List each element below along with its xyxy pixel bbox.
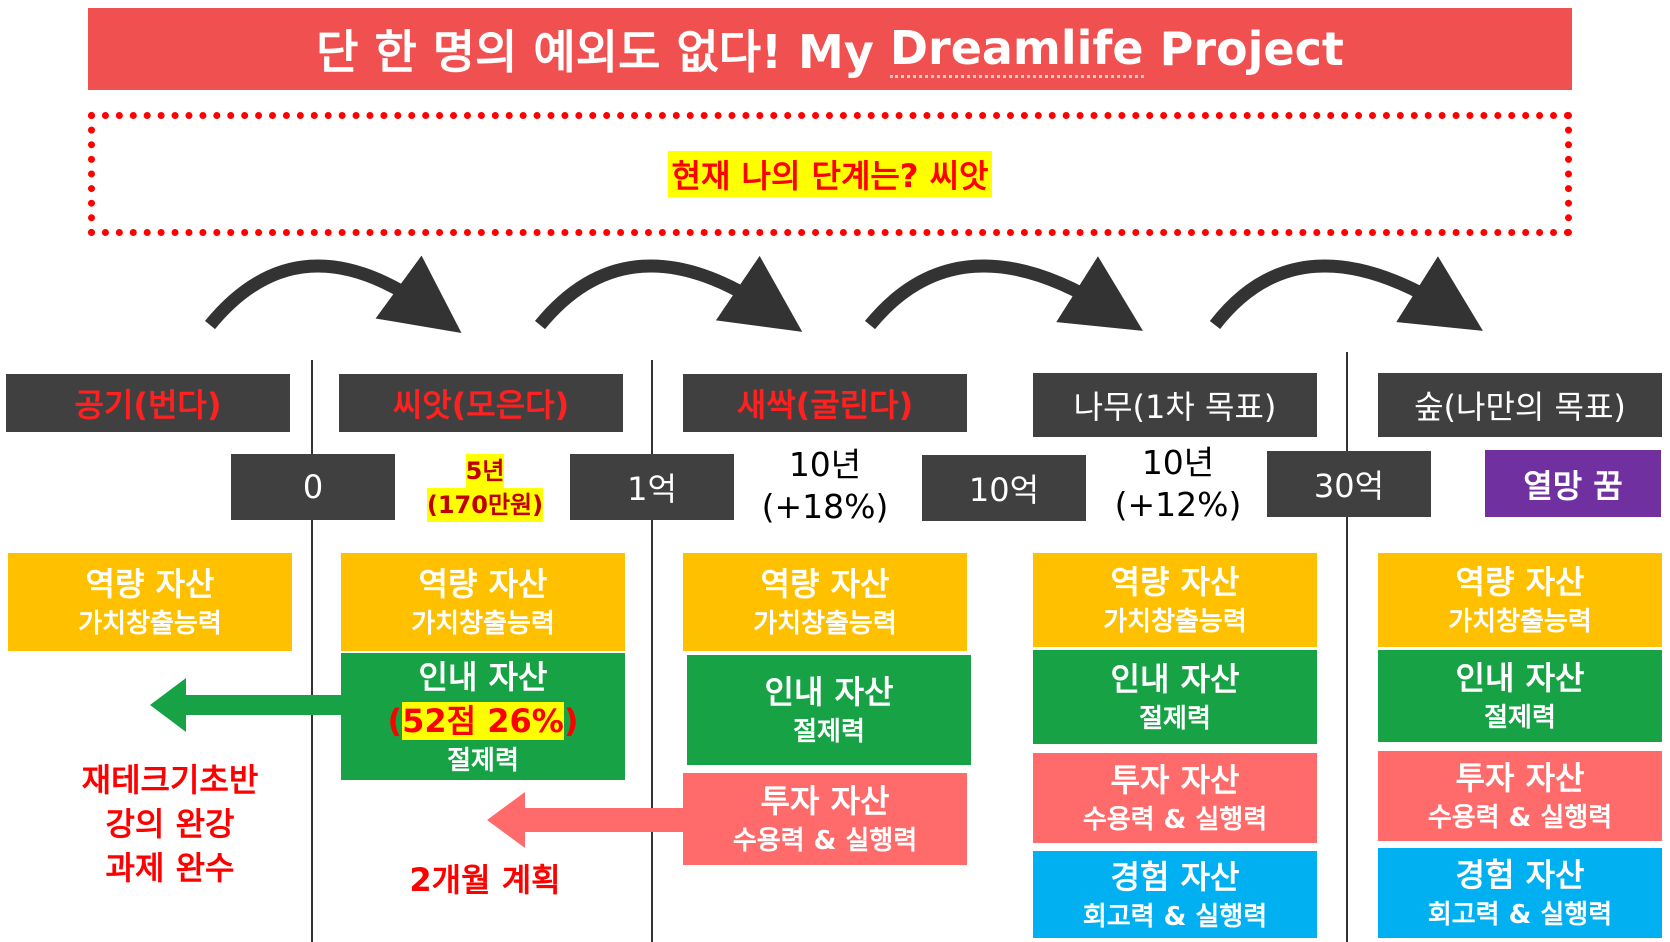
asset-title: 역량 자산	[85, 565, 215, 603]
amount-1: 1억	[570, 454, 734, 520]
arrow-icon-3	[864, 256, 1143, 331]
stage-arrows	[204, 255, 1483, 333]
arrow-icon-1	[204, 255, 462, 333]
period-seed-amount: (170만원)	[426, 488, 544, 522]
note-line: 재테크기초반	[81, 761, 259, 799]
score-close: )	[563, 701, 579, 740]
asset-title: 투자 자산	[1110, 761, 1240, 799]
asset-sub: 수용력 & 실행력	[732, 826, 918, 856]
asset-sub: 가치창출능력	[753, 609, 897, 639]
asset-title: 역량 자산	[1455, 563, 1585, 601]
asset-sub: 절제력	[1139, 704, 1211, 734]
asset-title: 역량 자산	[760, 565, 890, 603]
patience-asset-forest: 인내 자산 절제력	[1378, 650, 1662, 742]
capability-asset-sprout: 역량 자산 가치창출능력	[683, 553, 967, 651]
period-tree-rate: (+12%)	[1114, 485, 1242, 524]
asset-sub: 회고력 & 실행력	[1427, 900, 1613, 930]
stage-forest: 숲(나만의 목표)	[1378, 373, 1662, 437]
note-plan: 2개월 계획	[409, 861, 561, 899]
period-sprout-rate: (+18%)	[761, 487, 889, 526]
asset-title: 투자 자산	[760, 782, 890, 820]
divider-line	[651, 360, 653, 942]
asset-sub: 절제력	[447, 745, 519, 776]
experience-asset-tree: 경험 자산 회고력 & 실행력	[1033, 851, 1317, 938]
arrow-icon-2	[534, 255, 803, 332]
period-sprout-years: 10년	[788, 445, 862, 484]
dream-box: 열망 꿈	[1485, 450, 1661, 517]
stage-tree: 나무(1차 목표)	[1033, 373, 1317, 437]
patience-asset-seed: 인내 자산 (52점 26%) 절제력	[341, 653, 625, 780]
asset-sub: 가치창출능력	[1448, 607, 1592, 637]
patience-asset-sprout: 인내 자산 절제력	[687, 655, 971, 765]
divider-line	[1346, 352, 1348, 942]
asset-sub: 절제력	[793, 717, 865, 747]
asset-title: 경험 자산	[1455, 856, 1585, 894]
note-line: 과제 완수	[105, 849, 235, 887]
title-suffix: Project	[1143, 22, 1344, 76]
investment-asset-tree: 투자 자산 수용력 & 실행력	[1033, 753, 1317, 843]
patience-asset-tree: 인내 자산 절제력	[1033, 650, 1317, 744]
period-sprout: 10년 (+18%)	[745, 442, 905, 530]
score-open: (	[387, 701, 403, 740]
page-title: 단 한 명의 예외도 없다! My Dreamlife Project	[88, 8, 1572, 90]
experience-asset-forest: 경험 자산 회고력 & 실행력	[1378, 848, 1662, 938]
divider-line	[311, 360, 313, 942]
asset-title: 인내 자산	[418, 657, 548, 696]
score-value: 52점 26%	[402, 701, 564, 740]
asset-title: 인내 자산	[1110, 660, 1240, 698]
arrow-icon-4	[1209, 256, 1483, 331]
stage-air: 공기(번다)	[6, 374, 290, 432]
arrow-left-salmon-icon	[487, 792, 685, 848]
stage-sprout: 새싹(굴린다)	[683, 374, 967, 432]
asset-sub: 가치창출능력	[1103, 607, 1247, 637]
amount-2: 10억	[922, 455, 1086, 521]
capability-asset-air: 역량 자산 가치창출능력	[8, 553, 292, 651]
asset-sub: 수용력 & 실행력	[1427, 803, 1613, 833]
current-stage-box: 현재 나의 단계는? 씨앗	[88, 112, 1572, 236]
title-underlined-word: Dreamlife	[889, 21, 1144, 78]
period-seed-years: 5년	[465, 454, 505, 488]
period-tree: 10년 (+12%)	[1098, 440, 1258, 528]
title-prefix: 단 한 명의 예외도 없다! My	[316, 25, 890, 79]
capability-asset-seed: 역량 자산 가치창출능력	[341, 553, 625, 651]
patience-score: (52점 26%)	[387, 699, 579, 743]
capability-asset-tree: 역량 자산 가치창출능력	[1033, 553, 1317, 647]
asset-sub: 가치창출능력	[411, 609, 555, 639]
asset-sub: 회고력 & 실행력	[1082, 901, 1268, 932]
amount-0: 0	[231, 454, 395, 520]
note-line: 강의 완강	[105, 805, 235, 843]
period-seed: 5년 (170만원)	[410, 450, 560, 526]
stage-seed: 씨앗(모은다)	[339, 374, 623, 432]
asset-sub: 가치창출능력	[78, 609, 222, 639]
asset-title: 역량 자산	[1110, 563, 1240, 601]
asset-title: 인내 자산	[1455, 659, 1585, 697]
capability-asset-forest: 역량 자산 가치창출능력	[1378, 553, 1662, 647]
period-tree-years: 10년	[1141, 443, 1215, 482]
note-left: 재테크기초반 강의 완강 과제 완수	[30, 758, 310, 890]
asset-title: 역량 자산	[418, 565, 548, 603]
current-stage-text: 현재 나의 단계는? 씨앗	[667, 151, 993, 197]
investment-asset-forest: 투자 자산 수용력 & 실행력	[1378, 751, 1662, 841]
asset-title: 인내 자산	[764, 673, 894, 711]
asset-title: 투자 자산	[1455, 759, 1585, 797]
asset-sub: 절제력	[1484, 703, 1556, 733]
investment-asset-sprout: 투자 자산 수용력 & 실행력	[683, 773, 967, 865]
arrow-left-green-icon	[150, 678, 344, 732]
asset-title: 경험 자산	[1110, 857, 1240, 896]
amount-3: 30억	[1267, 451, 1431, 517]
asset-sub: 수용력 & 실행력	[1082, 805, 1268, 835]
